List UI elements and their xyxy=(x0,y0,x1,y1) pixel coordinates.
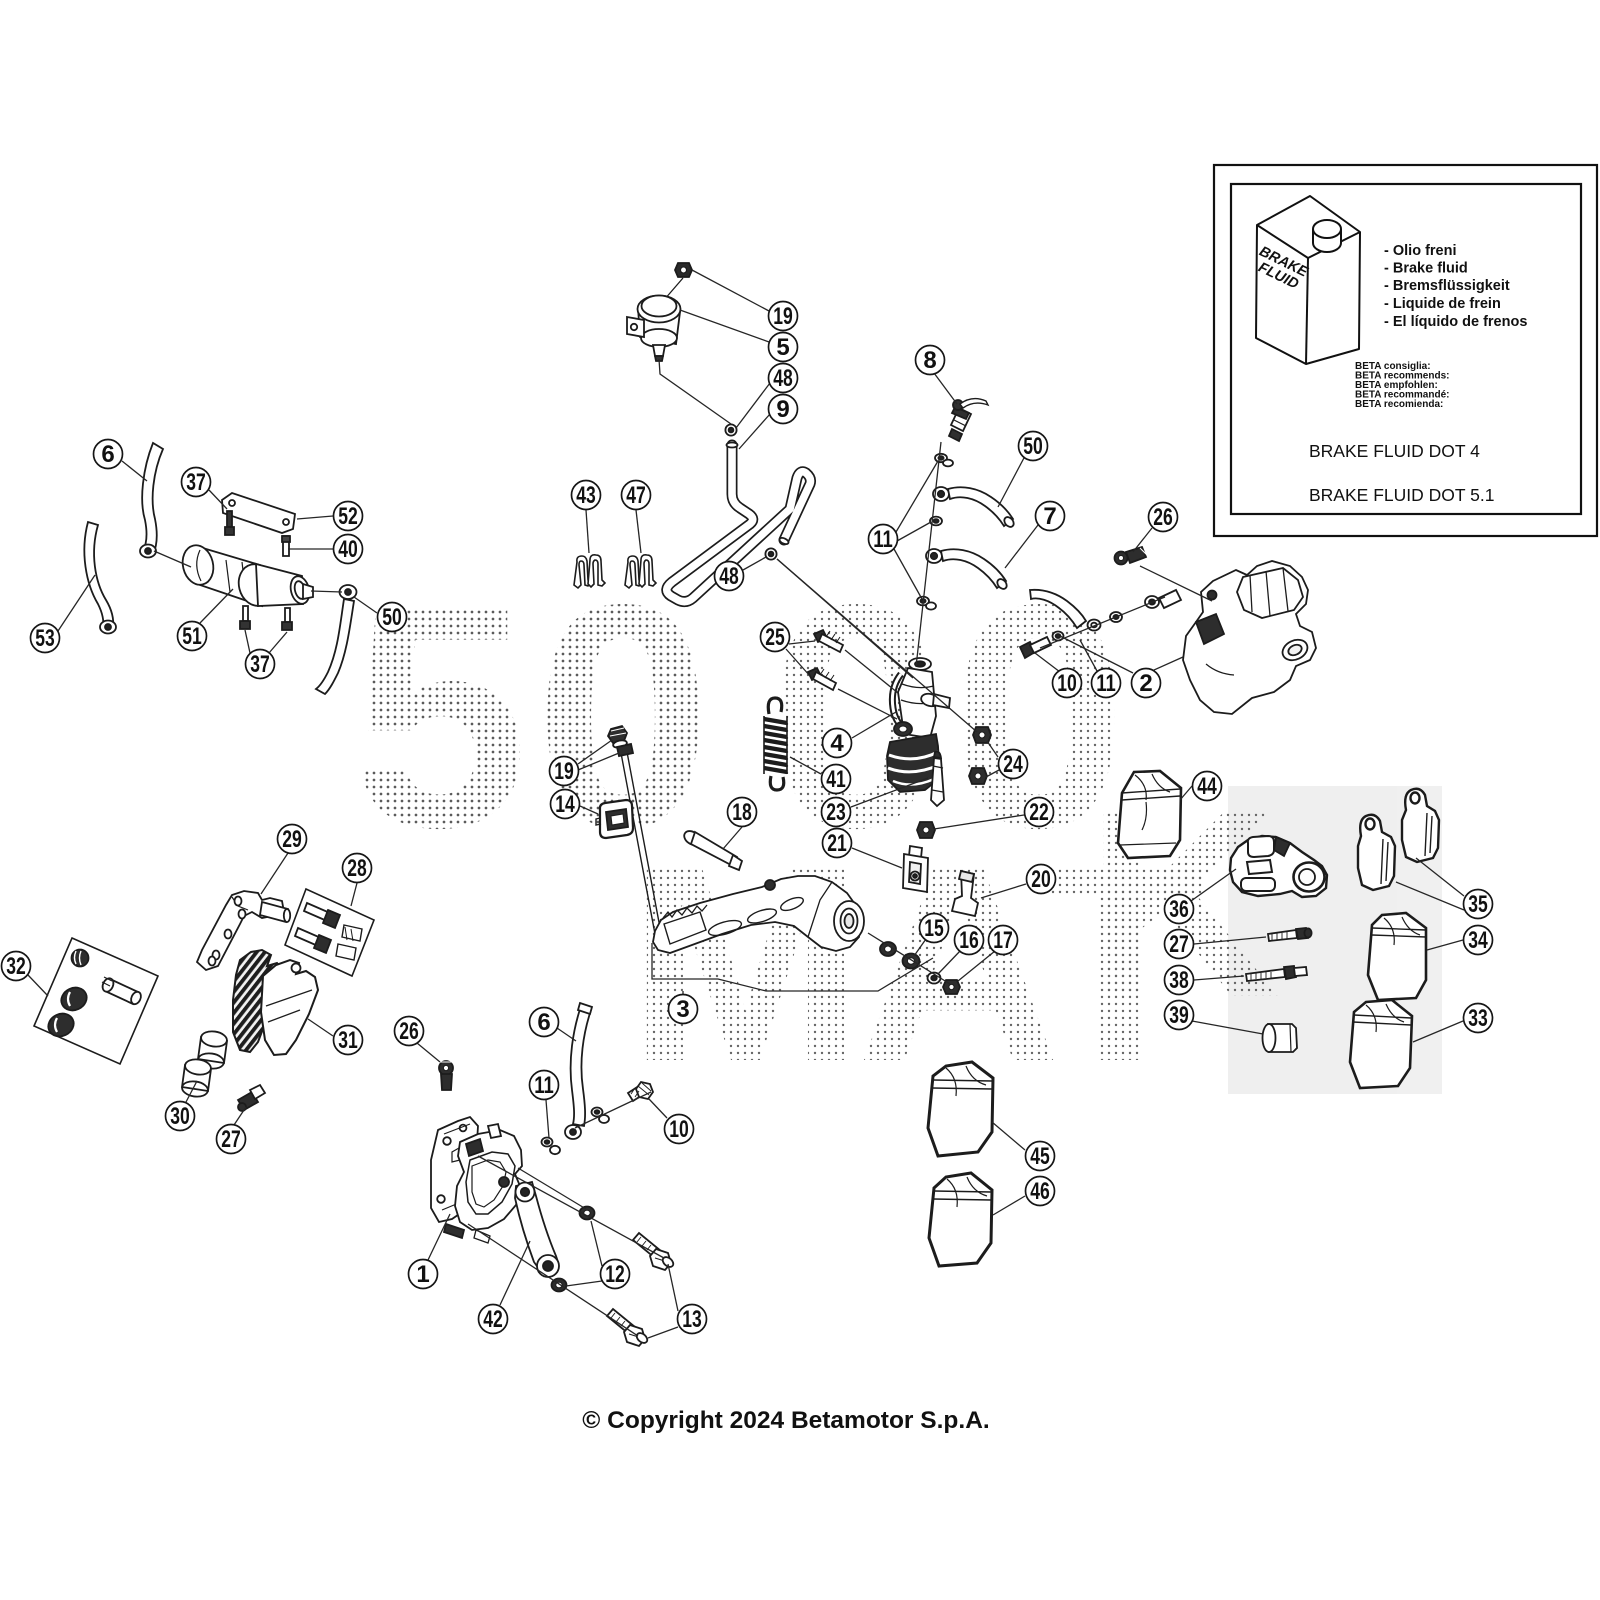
svg-text:9: 9 xyxy=(776,396,789,423)
svg-text:20: 20 xyxy=(1031,866,1051,893)
svg-text:- El líquido de frenos: - El líquido de frenos xyxy=(1384,314,1527,330)
svg-text:46: 46 xyxy=(1030,1178,1050,1205)
svg-text:36: 36 xyxy=(1169,896,1189,923)
svg-text:48: 48 xyxy=(719,563,739,590)
svg-text:7: 7 xyxy=(1043,503,1056,530)
svg-text:31: 31 xyxy=(338,1027,358,1054)
svg-text:- Brake fluid: - Brake fluid xyxy=(1384,261,1468,277)
svg-text:45: 45 xyxy=(1030,1143,1050,1170)
svg-text:12: 12 xyxy=(605,1261,625,1288)
svg-text:30: 30 xyxy=(170,1103,190,1130)
svg-text:26: 26 xyxy=(1153,504,1173,531)
svg-text:37: 37 xyxy=(250,651,270,678)
svg-text:28: 28 xyxy=(347,855,367,882)
svg-text:50: 50 xyxy=(352,539,718,894)
svg-text:19: 19 xyxy=(554,758,574,785)
svg-text:5: 5 xyxy=(776,334,789,361)
svg-text:6: 6 xyxy=(537,1009,550,1036)
svg-text:52: 52 xyxy=(338,503,358,530)
svg-text:42: 42 xyxy=(483,1306,503,1333)
svg-text:BETA recommends:: BETA recommends: xyxy=(1355,371,1449,382)
svg-text:- Bremsflüssigkeit: - Bremsflüssigkeit xyxy=(1384,278,1510,294)
svg-text:6: 6 xyxy=(101,441,114,468)
svg-text:BRAKE FLUID DOT 5.1: BRAKE FLUID DOT 5.1 xyxy=(1309,485,1494,505)
svg-text:50: 50 xyxy=(382,604,402,631)
svg-text:15: 15 xyxy=(924,915,944,942)
svg-text:13: 13 xyxy=(682,1306,702,1333)
svg-text:21: 21 xyxy=(827,830,847,857)
svg-text:11: 11 xyxy=(534,1072,554,1099)
svg-text:- Olio freni: - Olio freni xyxy=(1384,243,1457,259)
svg-text:BETA empfohlen:: BETA empfohlen: xyxy=(1355,380,1438,391)
svg-text:22: 22 xyxy=(1029,799,1049,826)
svg-text:10: 10 xyxy=(669,1116,689,1143)
svg-text:16: 16 xyxy=(959,927,979,954)
svg-text:27: 27 xyxy=(1169,931,1189,958)
svg-text:19: 19 xyxy=(773,303,793,330)
svg-text:48: 48 xyxy=(773,365,793,392)
svg-text:26: 26 xyxy=(399,1018,419,1045)
svg-text:BRAKE FLUID DOT 4: BRAKE FLUID DOT 4 xyxy=(1309,441,1480,461)
svg-text:BETA recommandé:: BETA recommandé: xyxy=(1355,390,1449,401)
svg-text:BETA recomienda:: BETA recomienda: xyxy=(1355,399,1443,410)
svg-text:41: 41 xyxy=(826,766,846,793)
svg-text:35: 35 xyxy=(1468,891,1488,918)
svg-text:29: 29 xyxy=(282,826,302,853)
svg-text:44: 44 xyxy=(1197,773,1217,800)
svg-text:BETA consiglia:: BETA consiglia: xyxy=(1355,361,1431,372)
svg-text:27: 27 xyxy=(221,1126,241,1153)
svg-text:25: 25 xyxy=(765,624,785,651)
svg-text:4: 4 xyxy=(830,730,844,757)
svg-text:53: 53 xyxy=(35,625,55,652)
svg-text:11: 11 xyxy=(873,526,893,553)
svg-text:3: 3 xyxy=(676,996,689,1023)
svg-text:50: 50 xyxy=(1023,433,1043,460)
svg-text:10: 10 xyxy=(1057,670,1077,697)
svg-text:24: 24 xyxy=(1003,751,1023,778)
svg-text:47: 47 xyxy=(626,482,646,509)
svg-text:38: 38 xyxy=(1169,967,1189,994)
svg-text:11: 11 xyxy=(1096,670,1116,697)
svg-text:18: 18 xyxy=(732,799,752,826)
svg-text:- Liquide de frein: - Liquide de frein xyxy=(1384,296,1501,312)
svg-text:32: 32 xyxy=(6,953,26,980)
svg-text:8: 8 xyxy=(923,347,936,374)
svg-text:17: 17 xyxy=(993,927,1013,954)
svg-text:39: 39 xyxy=(1169,1002,1189,1029)
svg-text:23: 23 xyxy=(826,799,846,826)
svg-text:51: 51 xyxy=(182,623,202,650)
svg-text:37: 37 xyxy=(186,469,206,496)
svg-text:34: 34 xyxy=(1468,927,1488,954)
svg-text:1: 1 xyxy=(416,1261,429,1288)
svg-text:© Copyright 2024 Betamotor S.p: © Copyright 2024 Betamotor S.p.A. xyxy=(582,1407,989,1434)
svg-text:33: 33 xyxy=(1468,1005,1488,1032)
svg-text:2: 2 xyxy=(1139,670,1152,697)
svg-text:14: 14 xyxy=(555,791,575,818)
svg-text:40: 40 xyxy=(338,536,358,563)
svg-text:43: 43 xyxy=(576,482,596,509)
